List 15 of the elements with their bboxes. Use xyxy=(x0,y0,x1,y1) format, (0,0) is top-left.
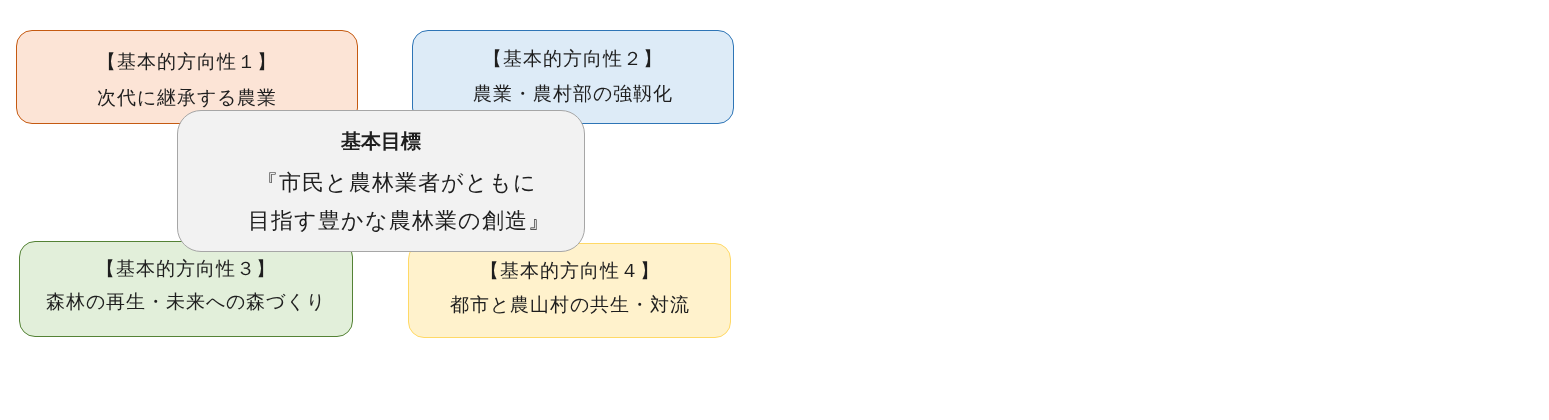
panel-heading: 【基本的方向性４】 xyxy=(479,258,660,283)
panel-text: 次代に継承する農業 xyxy=(97,85,277,110)
direction-panel xyxy=(412,30,734,124)
panel-heading: 【基本的方向性１】 xyxy=(97,49,277,74)
panel-text: 森林の再生・未来への森づくり xyxy=(46,289,326,314)
panel-heading: 【基本的方向性３】 xyxy=(96,256,276,281)
goal-statement: 『市民と農林業者がともに目指す豊かな農林業の創造』 xyxy=(248,169,551,235)
goal-heading: 基本目標 xyxy=(340,128,422,155)
direction-panel xyxy=(19,241,353,337)
panel-text: 農業・農村部の強靱化 xyxy=(473,81,673,106)
panel-text: 都市と農山村の共生・対流 xyxy=(449,292,690,317)
direction-panel xyxy=(408,243,731,338)
panel-heading: 【基本的方向性２】 xyxy=(483,46,663,71)
goal-panel xyxy=(177,110,585,252)
direction-panel xyxy=(16,30,358,124)
